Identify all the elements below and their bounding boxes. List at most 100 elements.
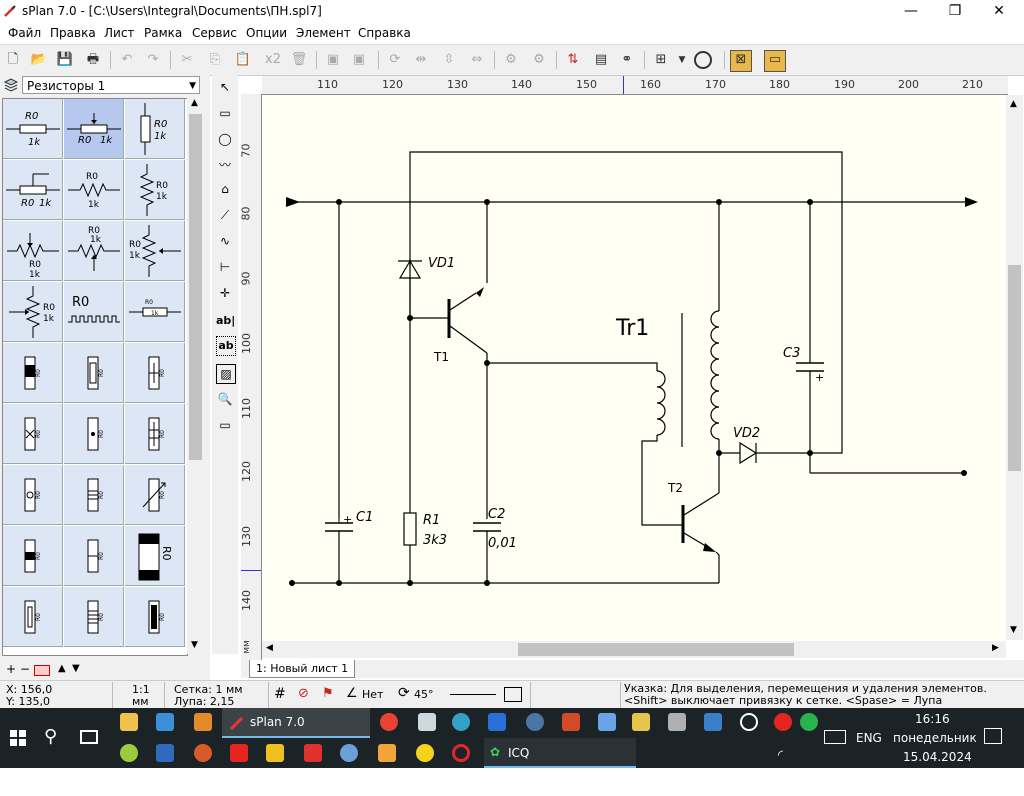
canvas-vertical-scrollbar[interactable]: ▲ ▼ xyxy=(1006,95,1023,640)
menu-options[interactable]: Опции xyxy=(246,26,288,40)
file-explorer-icon[interactable] xyxy=(120,713,138,731)
library-cell[interactable]: R0 xyxy=(125,526,185,586)
schematic-canvas[interactable]: VD1 C3 VD2 C1 R1 3k3 C2 0,01 T1 T2 Tr1 +… xyxy=(262,95,1006,641)
library-cell[interactable]: R0 xyxy=(3,587,63,647)
chevron-down-icon[interactable]: ▼ xyxy=(678,55,686,65)
text-box-tool[interactable]: ab xyxy=(216,336,236,356)
snap-magnet-icon[interactable]: ⊘ xyxy=(298,686,309,701)
ellipse-icon[interactable]: ◯ xyxy=(218,132,232,146)
parts-list-icon[interactable]: ▤ xyxy=(594,52,608,67)
icq-flower-icon[interactable] xyxy=(800,713,818,731)
align-icon[interactable]: ⇔ xyxy=(471,52,483,67)
book-reader-icon[interactable] xyxy=(488,713,506,731)
scroll-down-icon[interactable]: ▼ xyxy=(1010,625,1017,635)
sticky-icon[interactable] xyxy=(632,713,650,731)
network-globe-icon[interactable] xyxy=(452,713,470,731)
minimize-button[interactable]: — xyxy=(904,3,918,19)
netlist-icon[interactable]: ⇅ xyxy=(567,52,579,67)
rectangle-icon[interactable]: ▭ xyxy=(219,106,231,120)
angle-lock-icon[interactable]: ∠ xyxy=(346,686,358,701)
keyboard-icon[interactable] xyxy=(824,730,846,744)
search-icon[interactable]: ⚲ xyxy=(44,726,58,747)
group-icon[interactable]: ⚙ xyxy=(505,52,517,67)
paw-app-icon[interactable] xyxy=(378,744,396,762)
paste-icon[interactable]: 📋 xyxy=(234,52,252,67)
grid-toggle-icon[interactable]: # xyxy=(274,686,286,702)
menu-edit[interactable]: Правка xyxy=(50,26,96,40)
scroll-up-icon[interactable]: ▲ xyxy=(1010,99,1017,109)
delete-icon[interactable]: 🗑 xyxy=(290,52,308,67)
clock-day[interactable]: понедельник xyxy=(893,731,977,745)
library-scrollbar[interactable]: ▲ ▼ xyxy=(187,98,204,654)
redo-icon[interactable]: ↷ xyxy=(147,52,159,67)
menu-element[interactable]: Элемент xyxy=(296,26,351,40)
undo-icon[interactable]: ↶ xyxy=(121,52,133,67)
archive-app-icon[interactable] xyxy=(194,713,212,731)
angle-lock-value[interactable]: Нет xyxy=(362,688,384,701)
dimension-icon[interactable]: ⊢ xyxy=(219,260,231,274)
canvas-hscroll-thumb[interactable] xyxy=(518,643,794,656)
canvas-vscroll-thumb[interactable] xyxy=(1008,265,1021,471)
line-style-preview[interactable] xyxy=(450,694,496,695)
save-icon[interactable]: 💾 xyxy=(56,52,74,67)
m-app-icon[interactable] xyxy=(266,744,284,762)
pdf-app-icon[interactable] xyxy=(304,744,322,762)
image-icon[interactable]: ▨ xyxy=(216,364,236,384)
scroll-left-icon[interactable]: ◀ xyxy=(266,643,273,653)
library-cell[interactable]: R0 xyxy=(3,343,63,403)
line-icon[interactable]: ⟋ xyxy=(220,208,230,222)
search-binoculars-icon[interactable]: ⚭ xyxy=(621,52,633,67)
library-cell[interactable]: R0 xyxy=(3,404,63,464)
measure-icon[interactable]: ▭ xyxy=(219,418,231,432)
junction-icon[interactable]: ✛ xyxy=(219,286,231,300)
scroll-down-icon[interactable]: ▼ xyxy=(191,640,198,650)
rotate-icon[interactable]: ⟳ xyxy=(389,52,401,67)
windows-start-icon[interactable] xyxy=(10,730,26,746)
notes-icon[interactable] xyxy=(598,713,616,731)
cut-icon[interactable]: ✂ xyxy=(181,52,193,67)
mirror-vertical-icon[interactable]: ⇳ xyxy=(443,52,455,67)
zoom-fit-icon[interactable] xyxy=(694,51,712,69)
frame-icon[interactable]: ▭ xyxy=(764,50,786,72)
close-button[interactable]: ✕ xyxy=(993,3,1005,19)
polygon-icon[interactable]: ⌂ xyxy=(221,182,229,196)
text-tool[interactable]: ab| xyxy=(216,314,236,327)
remove-button[interactable]: − xyxy=(20,662,31,676)
library-scroll-thumb[interactable] xyxy=(189,114,202,460)
chrome-icon[interactable] xyxy=(380,713,398,731)
menu-help[interactable]: Справка xyxy=(358,26,411,40)
library-cell[interactable]: R0 xyxy=(64,343,124,403)
mirror-horizontal-icon[interactable]: ⇹ xyxy=(415,52,427,67)
task-view-icon[interactable] xyxy=(80,730,98,744)
print-icon[interactable]: 🖶 xyxy=(86,52,100,67)
rotate-step-icon[interactable]: ⟳ xyxy=(398,685,410,701)
to-back-icon[interactable]: ▣ xyxy=(352,52,366,67)
maximize-button[interactable]: ❐ xyxy=(948,3,962,19)
add-button[interactable]: + xyxy=(6,662,17,676)
menu-service[interactable]: Сервис xyxy=(192,26,237,40)
utility-app-icon[interactable] xyxy=(120,744,138,762)
opera-icon[interactable] xyxy=(452,744,470,762)
library-cell[interactable]: R0 xyxy=(125,404,185,464)
sheet-tab-1[interactable]: 1: Новый лист 1 xyxy=(249,660,356,678)
image-viewer-icon[interactable] xyxy=(704,713,722,731)
library-cell[interactable]: R0 xyxy=(125,465,185,525)
to-front-icon[interactable]: ▣ xyxy=(326,52,340,67)
bezier-icon[interactable]: ∿ xyxy=(219,234,231,248)
clock-date[interactable]: 15.04.2024 xyxy=(903,750,972,764)
menu-file[interactable]: Файл xyxy=(8,26,42,40)
fill-style-preview[interactable] xyxy=(504,687,522,702)
magnifier-icon[interactable]: 🔍 xyxy=(217,392,233,406)
yandex-icon[interactable] xyxy=(230,744,248,762)
notepad-icon[interactable] xyxy=(418,713,436,731)
media-icon[interactable] xyxy=(668,713,686,731)
copy-icon[interactable]: ⎘ xyxy=(209,52,221,67)
